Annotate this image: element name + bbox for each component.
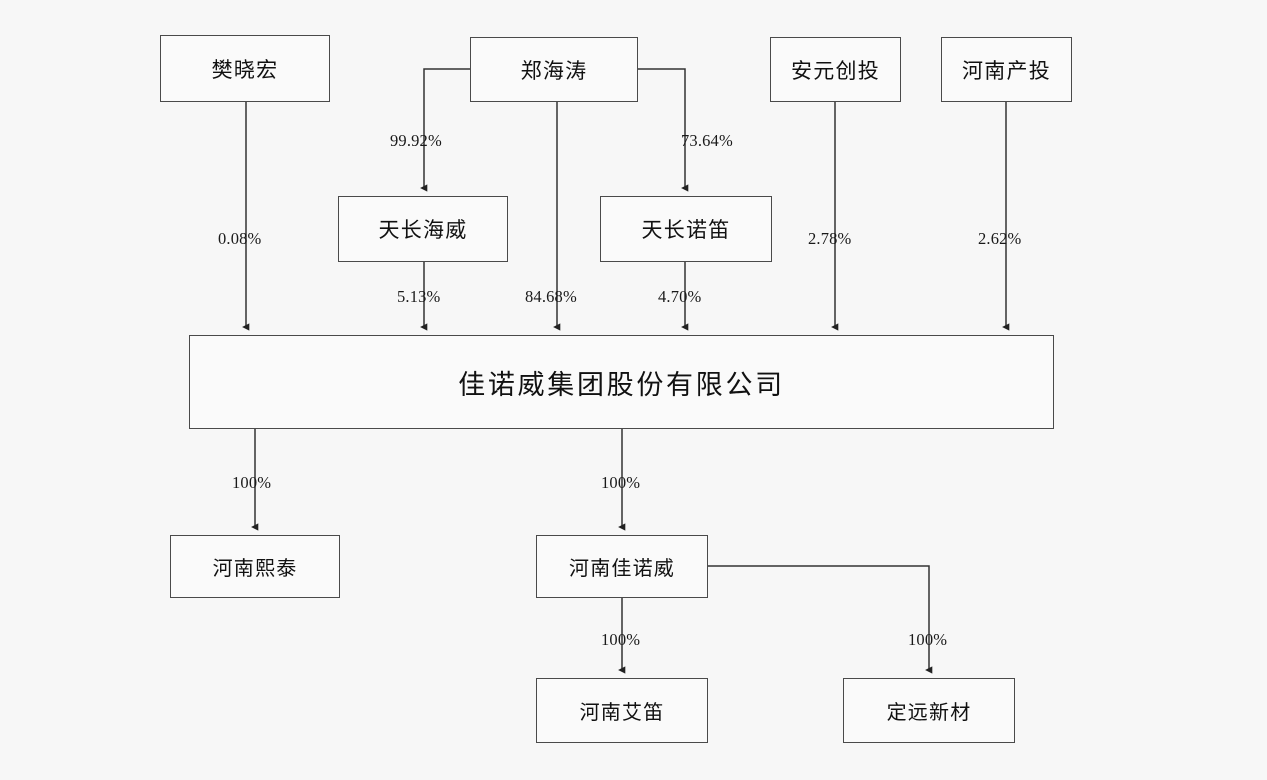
node-label: 定远新材 bbox=[886, 702, 972, 724]
edge-label-group-to-xitai: 100% bbox=[232, 473, 272, 492]
edge-label-chantou-to-group: 2.62% bbox=[978, 229, 1022, 248]
node-zhenghaitao[interactable]: 郑海涛 bbox=[470, 37, 638, 102]
edge-label-group-to-hjnw: 100% bbox=[601, 473, 641, 492]
node-label: 佳诺威集团股份有限公司 bbox=[458, 369, 785, 400]
node-label: 安元创投 bbox=[790, 58, 881, 83]
edge-label-nuodi-to-group: 4.70% bbox=[658, 287, 702, 306]
wire-zheng-to-haiwei bbox=[420, 68, 470, 192]
node-fanxiaohong[interactable]: 樊晓宏 bbox=[160, 35, 330, 102]
node-label: 天长诺笛 bbox=[641, 218, 731, 242]
edge-label-hjnw-to-aidi: 100% bbox=[601, 630, 641, 649]
wire-hjnw-to-dingyuan bbox=[708, 565, 933, 674]
edge-label-zheng-to-haiwei: 99.92% bbox=[390, 131, 442, 150]
node-henan-chantou[interactable]: 河南产投 bbox=[941, 37, 1072, 102]
node-henan-aidi[interactable]: 河南艾笛 bbox=[536, 678, 708, 743]
node-label: 天长海威 bbox=[378, 218, 468, 242]
node-label: 郑海涛 bbox=[520, 58, 588, 83]
edge-label-hjnw-to-dingyuan: 100% bbox=[908, 630, 948, 649]
edge-label-zheng-to-group: 84.68% bbox=[525, 287, 577, 306]
edge-label-anyuan-to-group: 2.78% bbox=[808, 229, 852, 248]
node-label: 河南艾笛 bbox=[579, 702, 665, 724]
node-label: 河南佳诺威 bbox=[569, 558, 675, 580]
node-label: 河南产投 bbox=[961, 58, 1052, 83]
edge-label-haiwei-to-group: 5.13% bbox=[397, 287, 441, 306]
edge-label-fan-to-group: 0.08% bbox=[218, 229, 262, 248]
edge-label-zheng-to-nuodi: 73.64% bbox=[681, 131, 733, 150]
wire-zheng-to-nuodi bbox=[638, 68, 689, 192]
node-label: 河南熙泰 bbox=[212, 558, 298, 580]
node-jianuowei-group[interactable]: 佳诺威集团股份有限公司 bbox=[189, 335, 1054, 429]
node-label: 樊晓宏 bbox=[211, 57, 279, 82]
node-anyuan-chuangtou[interactable]: 安元创投 bbox=[770, 37, 901, 102]
node-tianchang-haiwei[interactable]: 天长海威 bbox=[338, 196, 508, 262]
node-dingyuan-xincai[interactable]: 定远新材 bbox=[843, 678, 1015, 743]
node-henan-xitai[interactable]: 河南熙泰 bbox=[170, 535, 340, 598]
node-henan-jianuowei[interactable]: 河南佳诺威 bbox=[536, 535, 708, 598]
node-tianchang-nuodi[interactable]: 天长诺笛 bbox=[600, 196, 772, 262]
